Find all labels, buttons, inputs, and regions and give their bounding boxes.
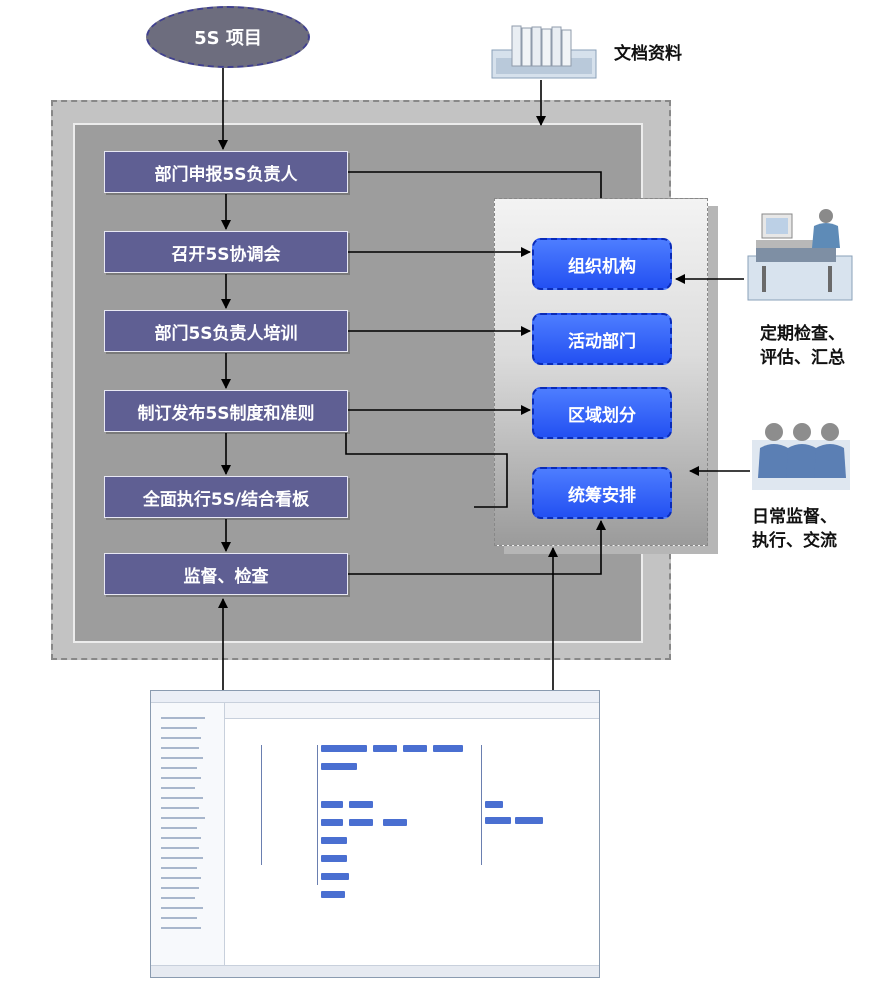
- review-label-line-1: 定期检查、: [760, 324, 845, 344]
- outcome-1-box: 组织机构: [532, 238, 672, 290]
- outcome-3-box: 区域划分: [532, 387, 672, 439]
- step-4-label: 制订发布5S制度和准则: [137, 403, 315, 424]
- daily-label-line-1: 日常监督、: [752, 507, 837, 527]
- docs-label: 文档资料: [614, 44, 682, 64]
- archive-folders-icon: [490, 24, 598, 80]
- thumbnail-sidebar: [151, 703, 225, 965]
- start-node-5s-project: 5S 项目: [146, 6, 310, 68]
- daily-label: 日常监督、 执行、交流: [752, 505, 837, 553]
- outcome-4-box: 统筹安排: [532, 467, 672, 519]
- outcome-2-box: 活动部门: [532, 313, 672, 365]
- start-node-label: 5S 项目: [194, 28, 262, 49]
- step-3-label: 部门5S负责人培训: [154, 323, 298, 344]
- outcome-4-label: 统筹安排: [568, 485, 636, 506]
- step-2-label: 召开5S协调会: [171, 244, 281, 265]
- step-5-box: 全面执行5S/结合看板: [104, 476, 348, 518]
- step-3-box: 部门5S负责人培训: [104, 310, 348, 352]
- step-5-label: 全面执行5S/结合看板: [142, 489, 310, 510]
- review-label-line-2: 评估、汇总: [760, 348, 845, 368]
- outcome-3-label: 区域划分: [568, 405, 636, 426]
- step-2-box: 召开5S协调会: [104, 231, 348, 273]
- daily-label-line-2: 执行、交流: [752, 531, 837, 551]
- step-6-label: 监督、检查: [183, 566, 269, 587]
- team-people-icon: [752, 420, 850, 492]
- step-1-label: 部门申报5S负责人: [154, 164, 298, 185]
- thumbnail-tabs: [225, 703, 599, 719]
- step-6-box: 监督、检查: [104, 553, 348, 595]
- step-1-box: 部门申报5S负责人: [104, 151, 348, 193]
- outcome-1-label: 组织机构: [568, 256, 636, 277]
- thumbnail-toolbar: [151, 691, 599, 703]
- office-worker-icon: [744, 204, 854, 302]
- software-screenshot-thumbnail: [150, 690, 600, 978]
- step-4-box: 制订发布5S制度和准则: [104, 390, 348, 432]
- thumbnail-statusbar: [151, 965, 599, 977]
- outcome-2-label: 活动部门: [568, 331, 636, 352]
- review-label: 定期检查、 评估、汇总: [760, 322, 845, 370]
